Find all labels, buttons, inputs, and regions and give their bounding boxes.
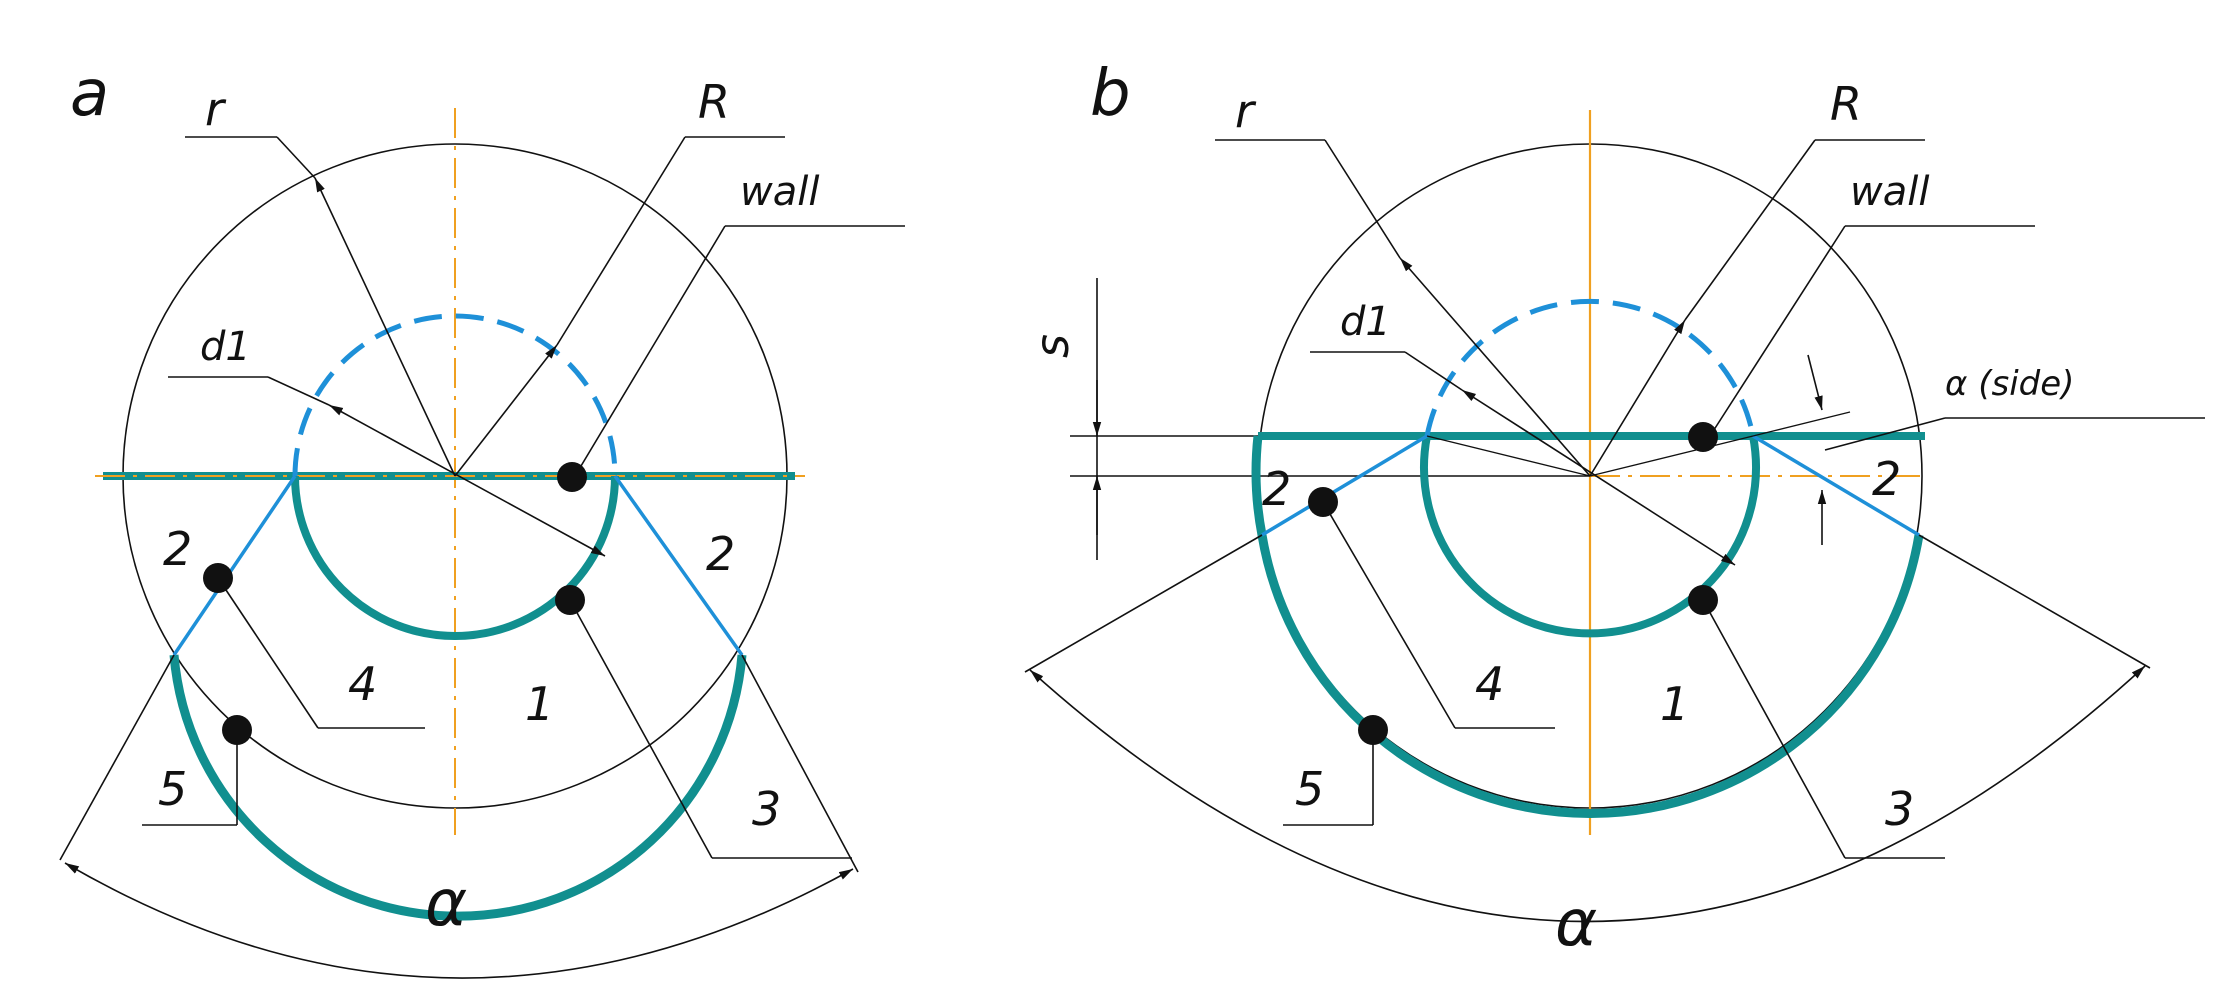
leader-4-b xyxy=(1322,501,1456,729)
sector-line-left-b xyxy=(1261,434,1428,537)
label-1-b: 1 xyxy=(1660,677,1689,731)
label-3-b: 3 xyxy=(1885,782,1914,836)
alpha-ext-right-b xyxy=(1918,534,2151,669)
label-2-left-a: 2 xyxy=(163,522,192,576)
label-4-a: 4 xyxy=(348,657,377,711)
outer-arc-left-top-b xyxy=(1251,435,1267,536)
inner-arc-dashed-a xyxy=(292,313,618,477)
alpha-side-leader-b xyxy=(1824,417,1946,451)
panel-letter-b: b xyxy=(1090,57,1131,131)
inner-arc-dashed-b xyxy=(1424,299,1756,437)
d1-dimension-a xyxy=(328,404,606,557)
label-r-b: r xyxy=(1235,84,1257,138)
label-2-right-a: 2 xyxy=(706,527,735,581)
R-leader-b xyxy=(1684,139,1816,321)
alpha-ext-left-b xyxy=(1024,534,1263,673)
R-dimension-a xyxy=(454,344,558,477)
leader-3-a xyxy=(569,599,713,859)
label-R-b: R xyxy=(1830,77,1862,131)
leader-4-a xyxy=(217,577,319,729)
label-s-b: s xyxy=(1025,334,1079,358)
d1-leader-a xyxy=(267,376,330,406)
sector-line-right-a xyxy=(613,474,744,657)
label-r-a: r xyxy=(205,82,227,136)
label-alpha-b: α xyxy=(1555,887,1597,961)
point-1-a xyxy=(555,585,585,615)
R-leader-a xyxy=(556,136,686,346)
d1-leader-b xyxy=(1404,351,1463,391)
inner-arc-solid-b xyxy=(1420,435,1760,638)
outer-arc-a xyxy=(169,654,747,921)
label-2-right-b: 2 xyxy=(1872,452,1901,506)
label-2-left-b: 2 xyxy=(1262,462,1291,516)
d1-dimension-b xyxy=(1461,389,1736,566)
label-5-a: 5 xyxy=(158,762,187,816)
side-ray-right-b xyxy=(1589,435,1754,477)
alpha-ext-left-a xyxy=(59,654,175,861)
point-2-a xyxy=(203,563,233,593)
sector-line-left-a xyxy=(172,475,297,656)
point-wall-a xyxy=(557,462,587,492)
leader-3-b xyxy=(1702,599,1846,859)
wall-leader-a xyxy=(574,225,726,477)
r-leader-b xyxy=(1324,139,1401,259)
panel-letter-a: a xyxy=(70,57,109,131)
point-5-a xyxy=(222,715,252,745)
point-5-b xyxy=(1358,715,1388,745)
point-2-b xyxy=(1308,487,1338,517)
label-wall-a: wall xyxy=(740,169,819,215)
side-ray-ext-b xyxy=(1752,411,1851,437)
label-alpha-side-b: α (side) xyxy=(1945,364,2074,404)
alpha-arc-a xyxy=(64,862,854,979)
label-4-b: 4 xyxy=(1475,657,1504,711)
label-R-a: R xyxy=(698,75,730,129)
label-wall-b: wall xyxy=(1850,169,1929,215)
panel-a: a r R wall d1 1 2 2 3 4 5 α xyxy=(59,57,905,979)
point-1-b xyxy=(1688,585,1718,615)
label-3-a: 3 xyxy=(752,782,781,836)
point-wall-b xyxy=(1688,422,1718,452)
side-ray-left-b xyxy=(1426,435,1591,477)
alpha-side-arrow-top-b xyxy=(1807,354,1823,411)
alpha-ext-right-a xyxy=(741,654,859,873)
r-leader-a xyxy=(276,136,316,179)
wall-leader-b xyxy=(1709,225,1846,437)
label-alpha-a: α xyxy=(425,867,467,941)
label-5-b: 5 xyxy=(1295,762,1324,816)
r-dimension-a xyxy=(314,177,456,477)
R-dimension-b xyxy=(1589,319,1686,477)
sector-line-right-b xyxy=(1752,434,1920,537)
alpha-arc-b xyxy=(1029,665,2146,923)
label-d1-b: d1 xyxy=(1340,299,1391,345)
label-d1-a: d1 xyxy=(200,324,251,370)
panel-b: b r R wall d1 α (side) s 1 2 2 3 4 5 α xyxy=(1024,57,2205,961)
label-1-a: 1 xyxy=(525,677,554,731)
